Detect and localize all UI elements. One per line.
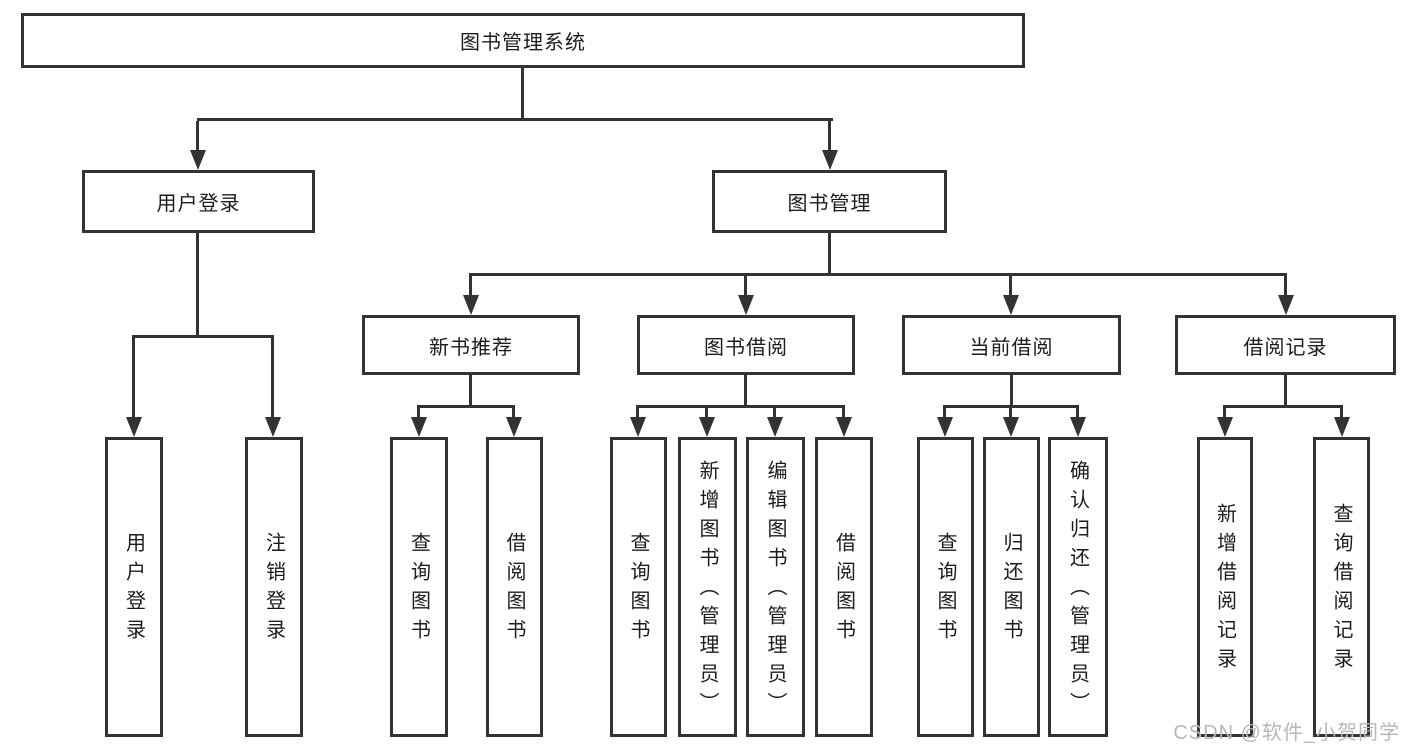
- leaf-borrow-books-recommend-label: 借阅图书: [503, 532, 525, 648]
- arrowhead: [1334, 417, 1350, 437]
- arrowhead: [1278, 295, 1294, 315]
- connector-book-borrow-branch: [636, 405, 845, 408]
- leaf-return-book: 归还图书: [983, 437, 1040, 737]
- node-root-label: 图书管理系统: [460, 32, 586, 54]
- connector-drop: [842, 408, 845, 417]
- leaf-edit-book-admin: 编辑图书（管理员）: [746, 437, 805, 737]
- arrowhead: [463, 295, 479, 315]
- arrowhead: [265, 417, 281, 437]
- leaf-confirm-return-admin: 确认归还（管理员）: [1048, 437, 1108, 737]
- leaf-query-books-current: 查询图书: [917, 437, 974, 737]
- arrowhead: [1003, 417, 1019, 437]
- arrowhead: [767, 417, 783, 437]
- arrowhead: [738, 295, 754, 315]
- connector-drop-user-login: [196, 121, 199, 150]
- connector-drop-new-book: [469, 276, 472, 295]
- node-user-login-label: 用户登录: [156, 193, 241, 215]
- arrowhead: [190, 150, 206, 170]
- connector-new-book-stem: [469, 375, 472, 408]
- leaf-add-book-admin: 新增图书（管理员）: [678, 437, 737, 737]
- arrowhead: [822, 150, 838, 170]
- leaf-return-book-label: 归还图书: [1000, 532, 1022, 648]
- leaf-add-borrow-record-label: 新增借阅记录: [1213, 503, 1236, 677]
- leaf-query-borrow-record-label: 查询借阅记录: [1330, 503, 1352, 677]
- arrowhead: [1070, 417, 1086, 437]
- arrowhead: [411, 417, 427, 437]
- arrowhead: [836, 417, 852, 437]
- connector-current-borrow-stem: [1010, 375, 1013, 408]
- node-book-management: 图书管理: [712, 170, 947, 233]
- connector-user-login-stem: [196, 233, 199, 337]
- leaf-add-book-admin-label: 新增图书（管理员）: [696, 459, 718, 721]
- connector-root-stem: [521, 68, 524, 121]
- node-user-login: 用户登录: [82, 170, 315, 233]
- arrowhead: [506, 417, 522, 437]
- node-root: 图书管理系统: [21, 13, 1025, 68]
- connector-drop: [1076, 408, 1079, 417]
- connector-user-login-branch: [132, 335, 274, 338]
- node-current-borrow: 当前借阅: [902, 315, 1121, 375]
- node-current-borrow-label: 当前借阅: [969, 336, 1054, 359]
- leaf-logout-label: 注销登录: [262, 532, 285, 648]
- connector-drop-book-borrow: [744, 276, 747, 295]
- node-borrow-records-label: 借阅记录: [1243, 336, 1328, 359]
- watermark-text: CSDN @软件_小贺同学: [1173, 722, 1400, 744]
- connector-new-book-branch: [417, 405, 515, 408]
- connector-drop: [943, 408, 946, 417]
- connector-current-borrow-branch: [943, 405, 1079, 408]
- leaf-edit-book-admin-label: 编辑图书（管理员）: [764, 459, 786, 721]
- node-book-management-label: 图书管理: [787, 193, 872, 215]
- leaf-query-books-borrow: 查询图书: [610, 437, 667, 737]
- leaf-borrow-books-recommend: 借阅图书: [486, 437, 543, 737]
- connector-drop: [773, 408, 776, 417]
- connector-drop-current-borrow: [1009, 276, 1012, 295]
- connector-drop-book-mgmt: [828, 121, 831, 150]
- leaf-user-login: 用户登录: [105, 437, 163, 737]
- node-new-book-recommend: 新书推荐: [362, 315, 580, 375]
- connector-drop: [1340, 408, 1343, 417]
- leaf-borrow-books: 借阅图书: [815, 437, 873, 737]
- connector-drop: [636, 408, 639, 417]
- leaf-query-books-recommend-label: 查询图书: [407, 532, 430, 648]
- connector-borrow-records-stem: [1284, 375, 1287, 408]
- connector-book-mgmt-stem: [828, 233, 831, 276]
- leaf-query-books-current-label: 查询图书: [934, 532, 956, 648]
- arrowhead: [699, 417, 715, 437]
- arrowhead: [630, 417, 646, 437]
- connector-drop: [705, 408, 708, 417]
- connector-drop-leaf-logout: [271, 338, 274, 417]
- node-new-book-recommend-label: 新书推荐: [429, 336, 513, 359]
- connector-book-mgmt-branch: [469, 273, 1287, 276]
- leaf-borrow-books-label: 借阅图书: [832, 532, 855, 648]
- leaf-confirm-return-admin-label: 确认归还（管理员）: [1066, 459, 1089, 721]
- leaf-query-books-borrow-label: 查询图书: [627, 532, 649, 648]
- arrowhead: [126, 417, 142, 437]
- leaf-query-borrow-record: 查询借阅记录: [1313, 437, 1370, 737]
- connector-drop: [512, 408, 515, 417]
- node-book-borrow: 图书借阅: [637, 315, 855, 375]
- connector-drop-leaf-user-login: [132, 338, 135, 417]
- connector-drop-borrow-records: [1284, 276, 1287, 295]
- connector-drop: [1223, 408, 1226, 417]
- arrowhead: [937, 417, 953, 437]
- connector-drop: [1009, 408, 1012, 417]
- connector-drop: [417, 408, 420, 417]
- leaf-add-borrow-record: 新增借阅记录: [1197, 437, 1253, 737]
- leaf-query-books-recommend: 查询图书: [390, 437, 448, 737]
- connector-root-branch: [197, 118, 833, 121]
- leaf-user-login-label: 用户登录: [122, 532, 145, 648]
- arrowhead: [1003, 295, 1019, 315]
- connector-book-borrow-stem: [744, 375, 747, 408]
- connector-borrow-records-branch: [1223, 405, 1343, 408]
- node-book-borrow-label: 图书借阅: [704, 336, 788, 359]
- arrowhead: [1217, 417, 1233, 437]
- leaf-logout: 注销登录: [245, 437, 303, 737]
- node-borrow-records: 借阅记录: [1175, 315, 1396, 375]
